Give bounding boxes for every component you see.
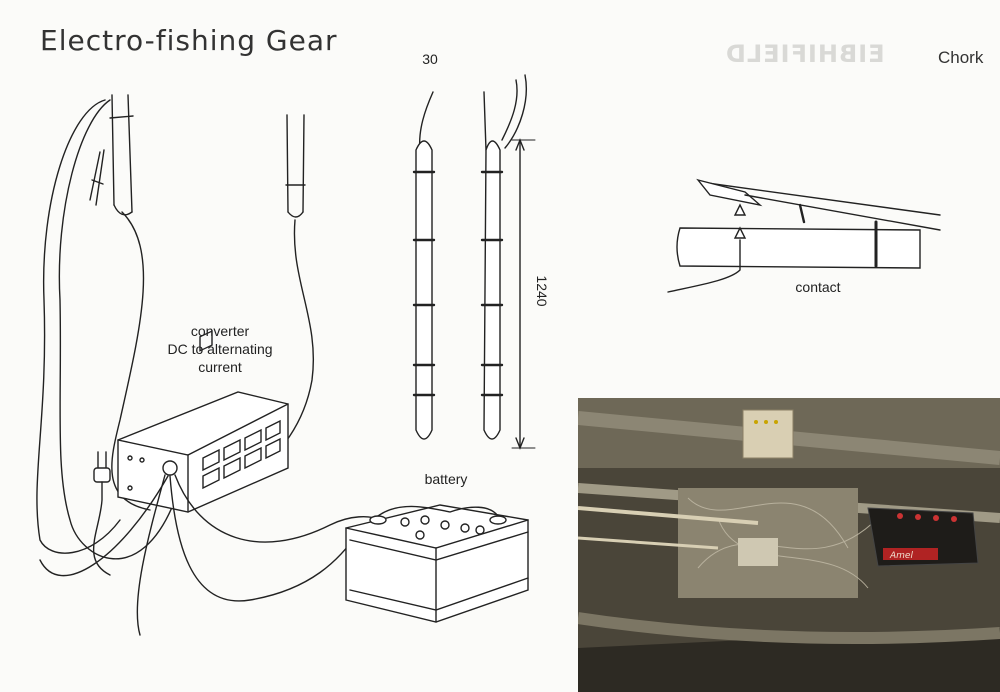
battery-box: [345, 504, 529, 623]
photo-battery-brand: Amel: [889, 551, 913, 561]
wire-left: [36, 99, 176, 560]
rod-middle: [285, 114, 306, 218]
converter-label: converter DC to alternating current: [167, 323, 273, 375]
rod-left-pair: [89, 94, 134, 216]
electrode-rod-side: [480, 74, 527, 440]
boat-photo: Amel: [578, 398, 1000, 692]
dimension-length-label: 1240: [534, 275, 550, 307]
contact-label: contact: [795, 279, 841, 295]
dimension-1240: [511, 138, 536, 450]
corner-label: Chork: [938, 48, 984, 67]
battery-label: battery: [424, 471, 468, 487]
converter-box: [117, 330, 289, 513]
plug-icon: [92, 451, 111, 576]
wire-converter-out: [39, 474, 381, 636]
dimension-width-label: 30: [422, 51, 438, 67]
electrode-rod-front: [412, 91, 436, 440]
page-title: Electro-fishing Gear: [40, 24, 338, 57]
contact-detail: [667, 178, 941, 293]
